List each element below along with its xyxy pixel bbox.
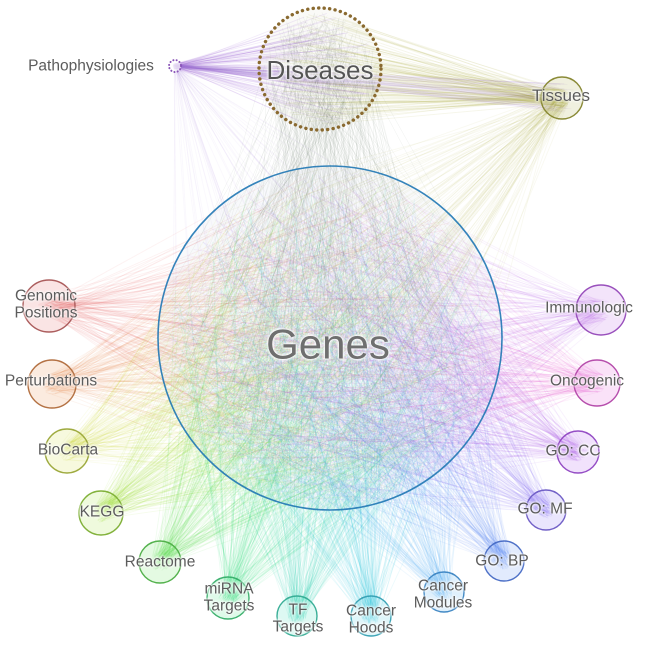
node-kegg[interactable] — [78, 490, 124, 536]
node-perturbations[interactable] — [27, 359, 77, 409]
node-cancer-modules[interactable] — [423, 571, 465, 613]
node-go-cc[interactable] — [556, 430, 600, 474]
node-mirna-targets[interactable] — [206, 576, 250, 620]
node-genes[interactable] — [157, 165, 503, 511]
node-go-mf[interactable] — [525, 489, 567, 531]
edge-bundles — [38, 12, 612, 626]
node-tf-targets[interactable] — [276, 595, 318, 637]
node-immunologic[interactable] — [575, 284, 627, 336]
node-oncogenic[interactable] — [573, 359, 621, 407]
node-cancer-hoods[interactable] — [350, 595, 392, 637]
diseases-fill — [259, 8, 381, 130]
node-diseases[interactable] — [257, 6, 383, 132]
genes-fill — [158, 166, 502, 510]
node-tissues[interactable] — [540, 76, 584, 120]
node-go-bp[interactable] — [483, 540, 525, 582]
node-biocarta[interactable] — [44, 428, 90, 474]
node-pathophysiologies[interactable] — [168, 59, 182, 73]
node-reactome[interactable] — [138, 540, 182, 584]
node-genomic-positions[interactable] — [22, 279, 76, 333]
